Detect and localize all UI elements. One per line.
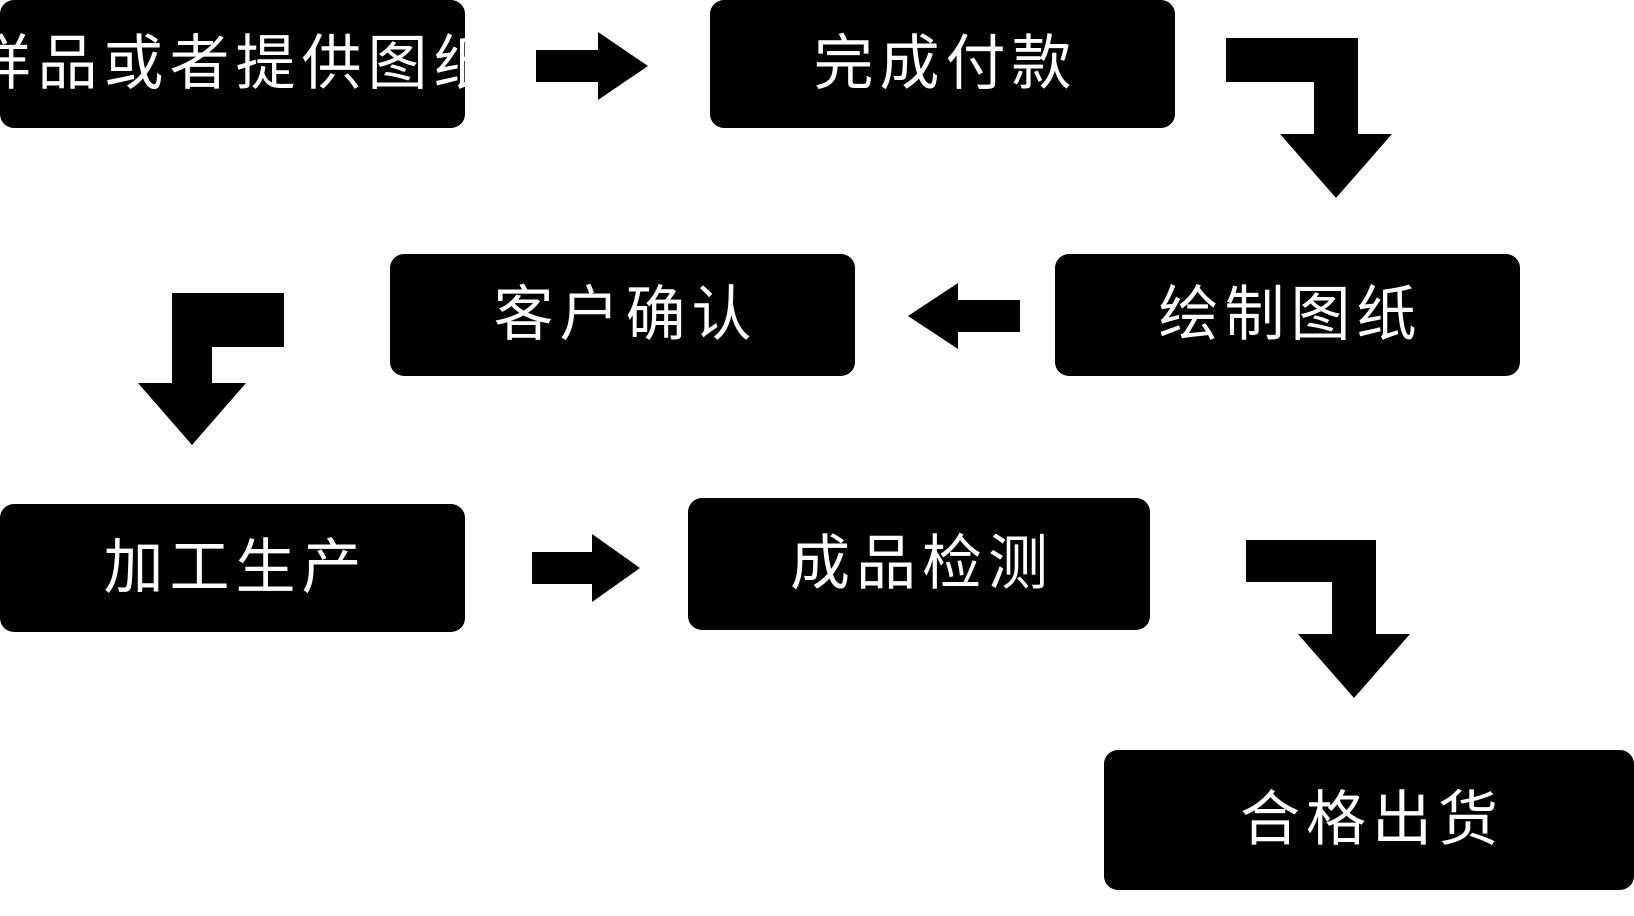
arrow-right-icon-production-to-inspection (532, 534, 640, 602)
elbow-arrow-right-down-icon-payment-to-drawing (1226, 38, 1392, 198)
node-label-finished-inspection: 成品检测 (790, 529, 1054, 599)
node-label-draw-drawings: 绘制图纸 (1158, 280, 1423, 350)
node-customer-confirm[interactable]: 客户确认 (390, 254, 855, 376)
node-processing-production[interactable]: 加工生产 (0, 504, 465, 632)
node-complete-payment[interactable]: 完成付款 (710, 0, 1175, 128)
elbow-arrow-left-down-icon-confirm-to-production (138, 293, 284, 445)
node-draw-drawings[interactable]: 绘制图纸 (1055, 254, 1520, 376)
node-label-qualified-shipment: 合格出货 (1240, 785, 1504, 855)
arrow-right-icon-sample-to-payment (536, 32, 648, 100)
node-label-complete-payment: 完成付款 (813, 29, 1078, 99)
node-label-sample-or-drawing: 样品或者提供图纸 (0, 29, 500, 99)
node-qualified-shipment[interactable]: 合格出货 (1104, 750, 1634, 890)
node-finished-inspection[interactable]: 成品检测 (688, 498, 1150, 630)
arrow-left-icon-drawing-to-confirm (908, 283, 1020, 349)
node-label-processing-production: 加工生产 (103, 533, 368, 603)
node-label-customer-confirm: 客户确认 (493, 280, 758, 350)
node-sample-or-drawing[interactable]: 样品或者提供图纸 (0, 0, 494, 128)
elbow-arrow-right-down-icon-inspection-to-shipment (1246, 540, 1412, 698)
